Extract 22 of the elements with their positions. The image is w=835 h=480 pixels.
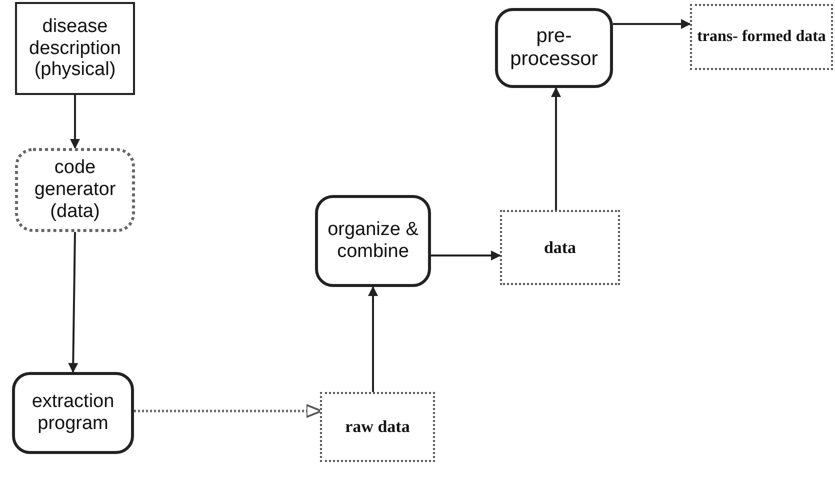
arrow: [431, 250, 501, 260]
arrow: [368, 286, 378, 392]
rounded-process-box: [12, 372, 134, 454]
arrow: [551, 87, 561, 210]
node-label: code generator (data): [33, 157, 117, 223]
node-label: raw data: [345, 417, 410, 437]
data-box: [690, 4, 833, 70]
data-box: [320, 392, 435, 462]
node-label: extraction program: [30, 391, 116, 435]
arrow: [134, 404, 322, 418]
rounded-process-box: [495, 8, 613, 88]
process-box: [15, 2, 135, 95]
data-box: [500, 210, 620, 285]
rounded-process-box: [315, 195, 431, 287]
arrow: [68, 232, 78, 373]
arrow: [70, 95, 80, 149]
node-label: pre- processor: [509, 25, 599, 71]
arrow: [613, 19, 691, 29]
node-label: data: [544, 238, 576, 258]
node-label: disease description (physical): [28, 16, 122, 82]
node-label: organize & combine: [326, 219, 420, 263]
node-label: trans- formed data: [697, 28, 826, 46]
